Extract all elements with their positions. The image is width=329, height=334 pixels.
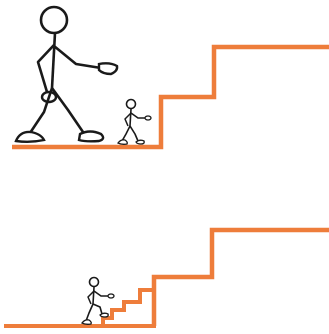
large-staircase-outline-bottom bbox=[154, 230, 329, 326]
small-figure-front-shoe bbox=[136, 140, 144, 144]
small-figure-head bbox=[127, 100, 136, 109]
small-stick-figure-top bbox=[118, 100, 151, 145]
small-steps-line bbox=[4, 277, 160, 326]
climber-head bbox=[90, 278, 99, 287]
small-figure-torso bbox=[130, 109, 131, 126]
climber-front-shoe bbox=[100, 313, 108, 317]
large-figure-front-leg bbox=[52, 88, 83, 132]
bottom-panel bbox=[4, 230, 329, 326]
large-stick-figure bbox=[16, 7, 117, 142]
top-panel bbox=[12, 7, 329, 147]
climber-front-leg bbox=[93, 304, 102, 314]
large-figure-right-arm bbox=[54, 46, 101, 68]
climber-back-shoe bbox=[82, 320, 91, 325]
small-figure-back-shoe bbox=[118, 140, 127, 145]
climber-torso bbox=[93, 287, 94, 304]
small-figure-front-leg bbox=[130, 126, 138, 141]
climber-right-arm bbox=[94, 291, 109, 296]
large-figure-torso bbox=[52, 33, 55, 88]
climber-hand bbox=[108, 294, 114, 298]
large-figure-back-shoe bbox=[16, 132, 44, 142]
large-figure-back-leg bbox=[30, 88, 52, 133]
large-figure-front-shoe bbox=[79, 132, 103, 142]
small-figure-hand bbox=[145, 116, 151, 120]
climber-back-leg bbox=[86, 304, 93, 321]
large-figure-right-hand bbox=[99, 63, 117, 74]
small-figure-right-arm bbox=[131, 113, 146, 118]
small-figure-back-leg bbox=[122, 126, 130, 141]
large-figure-head bbox=[41, 7, 67, 33]
